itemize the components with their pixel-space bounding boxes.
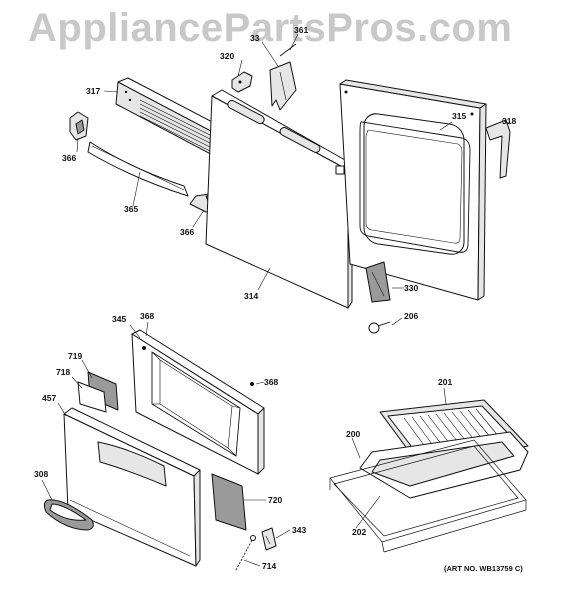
oven-rack-part-200 bbox=[329, 439, 527, 553]
callout-365: 365 bbox=[124, 204, 139, 214]
callout-366-left: 366 bbox=[62, 153, 77, 163]
drawer-handle-insert-part-308 bbox=[43, 499, 94, 531]
leader-lines bbox=[41, 33, 511, 567]
callout-315: 315 bbox=[452, 111, 467, 121]
clip-part-320 bbox=[231, 71, 253, 93]
art-number-label: (ART NO. WB13759 C) bbox=[444, 564, 523, 573]
drawer-front-part-457 bbox=[63, 407, 201, 567]
hinge-clip-part-318 bbox=[485, 119, 511, 179]
door-handle-part-365 bbox=[87, 141, 189, 197]
callout-320: 320 bbox=[220, 51, 235, 61]
drawer-bracket-part-343 bbox=[261, 527, 277, 551]
callout-201: 201 bbox=[438, 377, 453, 387]
spring-part-714 bbox=[235, 535, 256, 571]
screw-part-361 bbox=[279, 43, 297, 57]
callout-457: 457 bbox=[42, 393, 57, 403]
callout-200: 200 bbox=[346, 429, 361, 439]
outer-door-panel-part-314 bbox=[205, 89, 353, 309]
drawer-insulation-part-720 bbox=[211, 473, 247, 531]
callout-318: 318 bbox=[502, 116, 517, 126]
callout-345: 345 bbox=[112, 314, 127, 324]
callout-202: 202 bbox=[352, 527, 367, 537]
callout-33x: 33 bbox=[250, 33, 260, 43]
broiler-pan-part-202 bbox=[359, 431, 529, 499]
callout-361: 361 bbox=[294, 25, 309, 35]
bracket-part-33x bbox=[269, 61, 297, 111]
watermark-text: AppliancePartsPros.com bbox=[28, 6, 513, 50]
callout-206: 206 bbox=[404, 311, 419, 321]
insulation-part-330 bbox=[365, 261, 391, 303]
callout-330: 330 bbox=[404, 283, 419, 293]
callout-714: 714 bbox=[262, 561, 277, 571]
callout-366-right: 366 bbox=[180, 227, 195, 237]
callout-368-top: 368 bbox=[140, 311, 155, 321]
screw-part-206 bbox=[368, 321, 391, 334]
callout-718: 718 bbox=[56, 367, 71, 377]
callout-308: 308 bbox=[34, 469, 49, 479]
callout-720: 720 bbox=[268, 495, 283, 505]
handle-end-cap-part-366-left bbox=[69, 111, 89, 141]
callout-719: 719 bbox=[68, 351, 83, 361]
callout-343: 343 bbox=[292, 525, 307, 535]
callout-314: 314 bbox=[244, 291, 259, 301]
screw-part-368 bbox=[250, 382, 254, 386]
drawer-body-part-345 bbox=[131, 329, 265, 475]
drawer-insulation-part-718 bbox=[77, 381, 107, 413]
callout-368-right: 368 bbox=[264, 377, 279, 387]
inner-door-liner-part-315 bbox=[339, 79, 487, 301]
callout-317: 317 bbox=[86, 86, 101, 96]
